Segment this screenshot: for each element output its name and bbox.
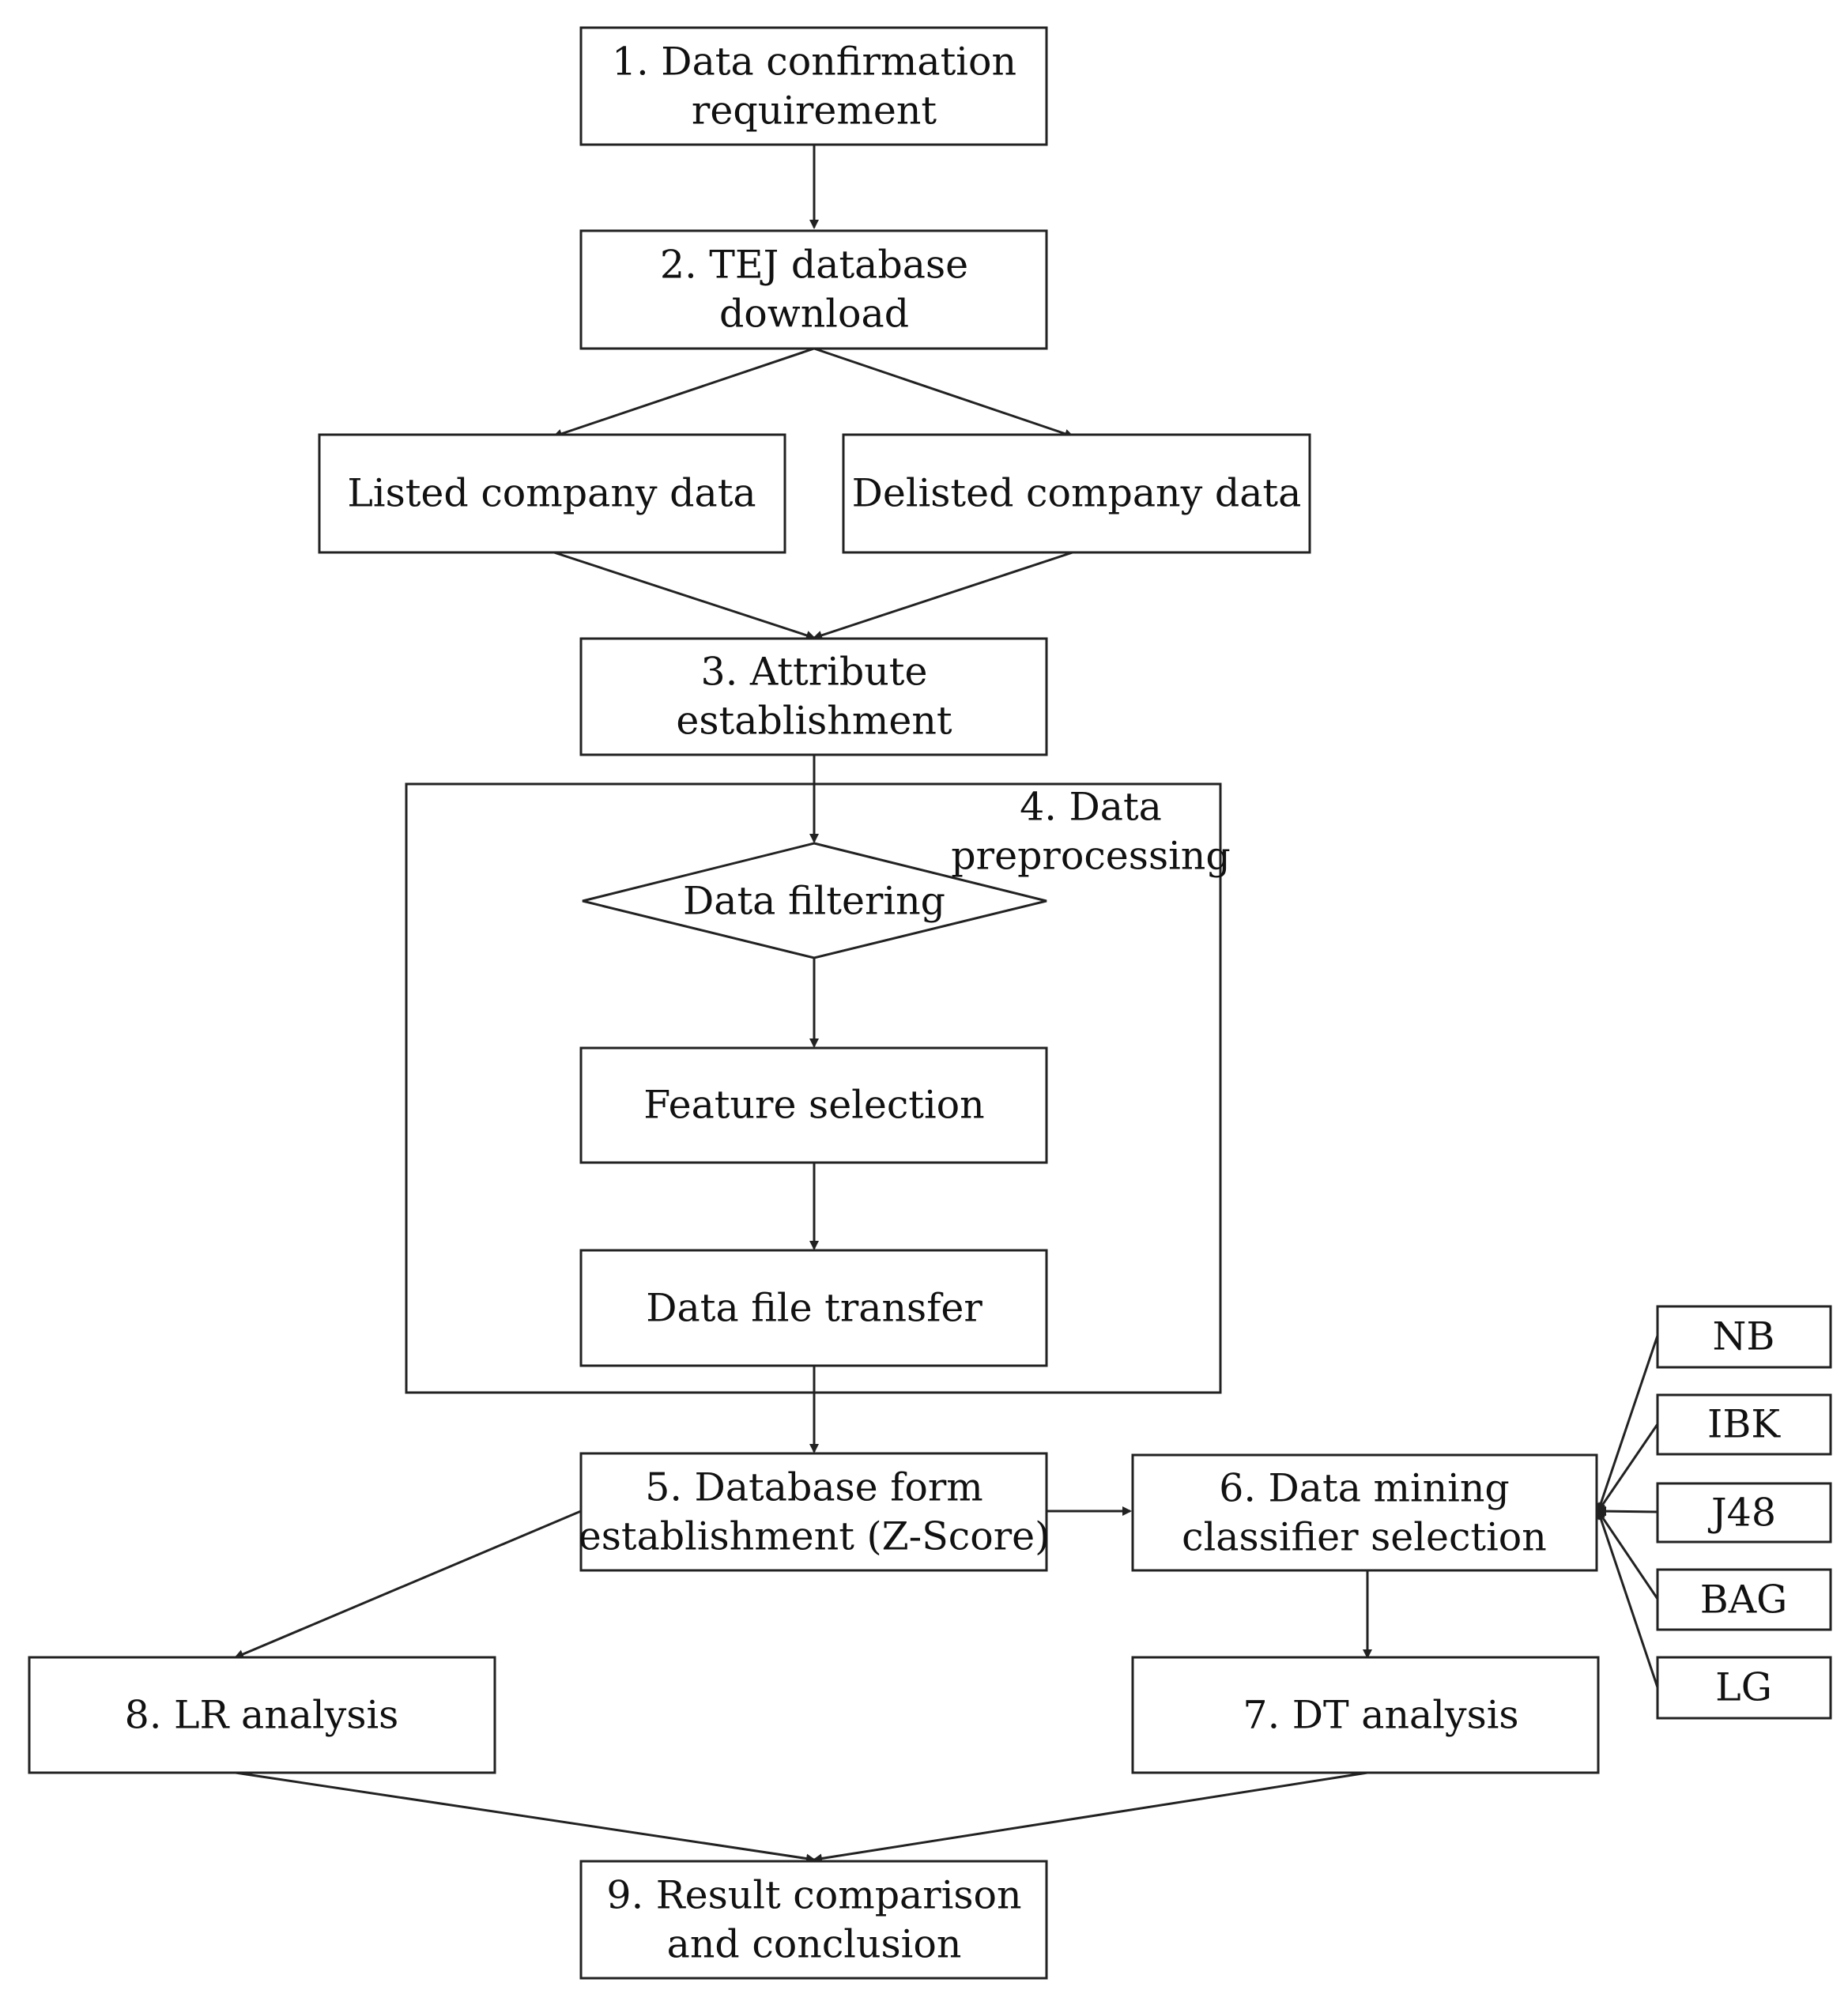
nb-box: NB xyxy=(1656,1305,1832,1369)
feature-selection-box: Feature selection xyxy=(579,1046,1048,1164)
step3-label-line-2: establishment xyxy=(676,699,952,744)
filtering-label-line-1: Data filtering xyxy=(683,879,945,924)
step2-label-line-2: download xyxy=(719,292,909,337)
bag-label-line-1: BAG xyxy=(1700,1577,1788,1623)
step2-label-line-1: 2. TEJ database xyxy=(660,243,968,288)
nb-label-line-1: NB xyxy=(1713,1314,1775,1359)
edge-j48-step6 xyxy=(1597,1506,1658,1517)
lg-label-line-1: LG xyxy=(1715,1665,1772,1710)
ibk-box: IBK xyxy=(1656,1393,1832,1456)
svg-text:Delisted company data: Delisted company data xyxy=(852,471,1302,516)
edge-step2-delisted xyxy=(813,347,1074,439)
data-file-transfer-box: Data file transfer xyxy=(579,1249,1048,1367)
step5-label-line-2: establishment (Z-Score) xyxy=(579,1514,1050,1559)
step1-label-line-2: requirement xyxy=(692,89,937,134)
bag-box: BAG xyxy=(1656,1568,1832,1631)
listed-company-box: Listed company data xyxy=(318,433,786,554)
j48-label-line-1: J48 xyxy=(1707,1491,1776,1536)
edge-lg-step6 xyxy=(1596,1510,1659,1688)
svg-text:Feature selection: Feature selection xyxy=(643,1083,984,1128)
step8-label-line-1: 8. LR analysis xyxy=(125,1693,399,1738)
svg-text:BAG: BAG xyxy=(1700,1577,1788,1623)
step3-label-line-1: 3. Attribute xyxy=(701,650,928,695)
feature-label-line-1: Feature selection xyxy=(643,1083,984,1128)
edge-ibk-step6 xyxy=(1597,1423,1659,1513)
svg-text:Data file transfer: Data file transfer xyxy=(646,1286,982,1331)
step8-box: 8. LR analysis xyxy=(28,1656,496,1774)
step1-label-line-1: 1. Data confirmation xyxy=(612,40,1016,85)
edge-bag-step6 xyxy=(1597,1510,1659,1600)
svg-text:Listed company data: Listed company data xyxy=(347,471,756,516)
svg-text:J48: J48 xyxy=(1707,1491,1776,1536)
data-filtering-diamond: Data filtering xyxy=(582,842,1047,959)
edge-step2-listed xyxy=(553,347,815,439)
step6-label-line-2: classifier selection xyxy=(1182,1515,1547,1560)
step4_label-label-line-1: 4. Data xyxy=(1020,785,1162,830)
step6-label-line-1: 6. Data mining xyxy=(1219,1466,1510,1511)
svg-text:8. LR analysis: 8. LR analysis xyxy=(125,1693,399,1738)
edge-nb-step6 xyxy=(1596,1335,1659,1513)
step9-label-line-1: 9. Result comparison xyxy=(606,1873,1021,1918)
svg-text:7. DT analysis: 7. DT analysis xyxy=(1243,1693,1518,1738)
edge-step5-step8 xyxy=(234,1510,582,1659)
edges xyxy=(234,145,1659,1864)
delisted-company-box: Delisted company data xyxy=(842,433,1311,554)
step7-box: 7. DT analysis xyxy=(1131,1656,1600,1774)
step9-label-line-2: and conclusion xyxy=(667,1922,962,1967)
listed-label-line-1: Listed company data xyxy=(347,471,756,516)
step5-label-line-1: 5. Database form xyxy=(645,1465,983,1510)
step7-label-line-1: 7. DT analysis xyxy=(1243,1693,1518,1738)
svg-text:NB: NB xyxy=(1713,1314,1775,1359)
edge-delisted-step3 xyxy=(813,551,1073,640)
edge-listed-step3 xyxy=(553,551,816,640)
delisted-label-line-1: Delisted company data xyxy=(852,471,1302,516)
transfer-label-line-1: Data file transfer xyxy=(646,1286,982,1331)
svg-text:IBK: IBK xyxy=(1707,1402,1781,1447)
svg-text:Data filtering: Data filtering xyxy=(683,879,945,924)
edge-step7-step9 xyxy=(813,1771,1368,1864)
svg-text:LG: LG xyxy=(1715,1665,1772,1710)
edge-step8-step9 xyxy=(235,1771,816,1864)
step4_label-label-line-2: preprocessing xyxy=(951,834,1230,879)
ibk-label-line-1: IBK xyxy=(1707,1402,1781,1447)
lg-box: LG xyxy=(1656,1656,1832,1720)
j48-box: J48 xyxy=(1656,1482,1832,1544)
